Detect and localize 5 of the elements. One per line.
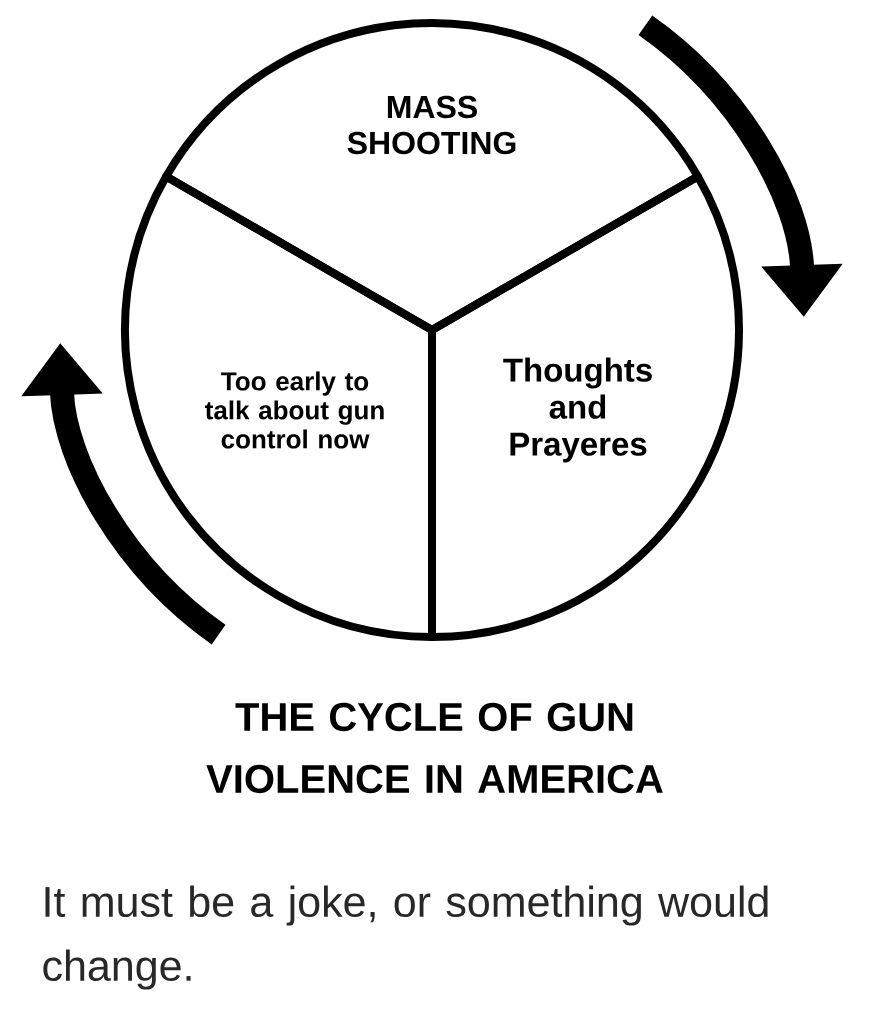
title: THE CYCLE OF GUN VIOLENCE IN AMERICA [206,702,663,794]
caption: It must be a joke, or something would change. [43,885,768,990]
pie-sector: Too early to talk about gun control now [120,172,436,641]
pie-sector: MASS SHOOTING [162,18,702,334]
pie-sector: Thoughts and Prayeres [428,172,743,641]
